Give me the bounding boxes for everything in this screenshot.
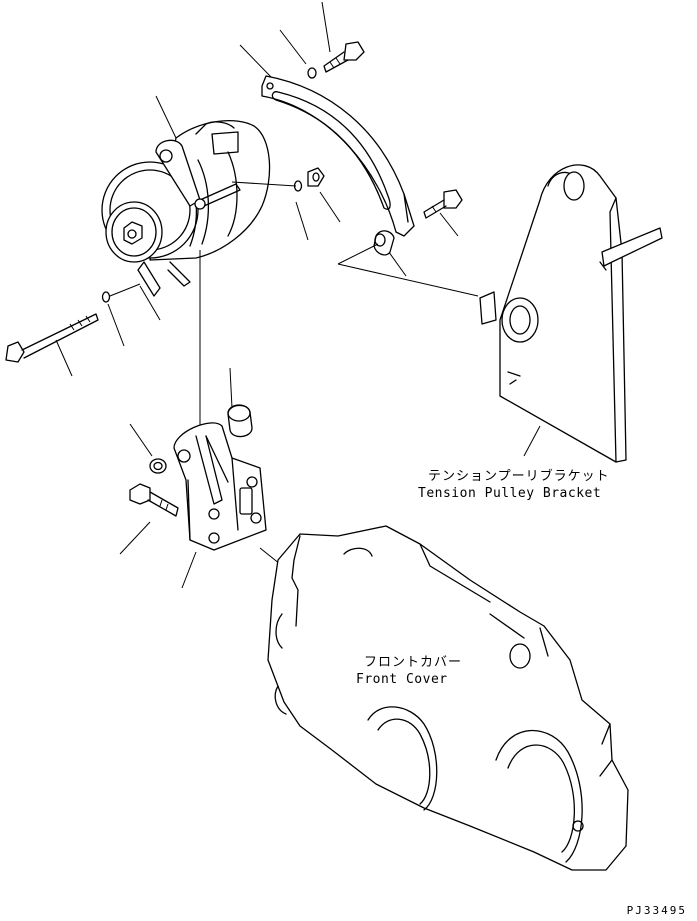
bracket-bolt (423, 189, 463, 219)
tension-bracket-label-jp: テンションプーリブラケット (428, 469, 610, 484)
washer-nut-set (293, 167, 395, 256)
long-bolt (5, 291, 111, 363)
adjusting-strap (261, 75, 415, 237)
spacer-collar (227, 404, 253, 438)
leader-lines (55, 1, 541, 589)
tension-pulley-bracket (479, 164, 663, 463)
drawing-code: PJ33495 (626, 904, 687, 917)
mounting-bolt (129, 483, 179, 517)
tension-bracket-label-en: Tension Pulley Bracket (418, 486, 602, 501)
center-lines (109, 181, 479, 573)
alternator (101, 120, 271, 297)
front-cover-label-en: Front Cover (356, 672, 448, 687)
small-washer (149, 458, 167, 474)
front-cover (267, 525, 629, 871)
front-cover-label-jp: フロントカバー (364, 655, 463, 670)
alternator-bracket (173, 422, 267, 551)
top-bolt (307, 41, 365, 79)
